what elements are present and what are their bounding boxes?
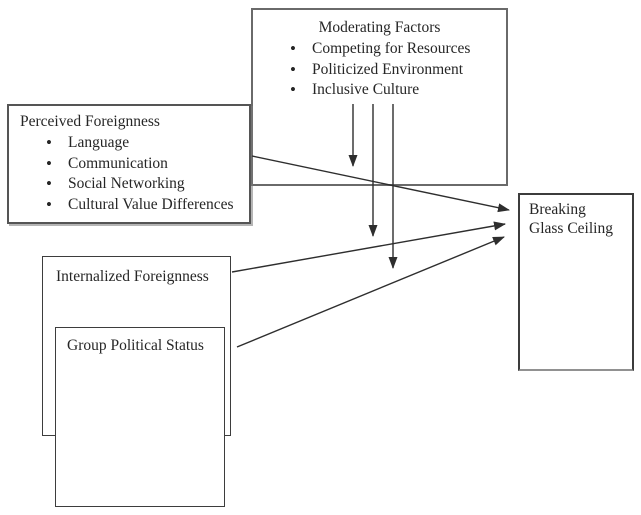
breaking-glass-ceiling-box: Breaking Glass Ceiling (518, 193, 634, 371)
perceived-foreignness-title: Perceived Foreignness (20, 113, 160, 130)
list-item: Competing for Resources (290, 39, 506, 60)
moderating-factors-title: Moderating Factors (318, 19, 441, 36)
group-political-status-title: Group Political Status (67, 337, 204, 354)
perceived-foreignness-list: Language Communication Social Networking… (9, 133, 249, 215)
internalized-foreignness-title: Internalized Foreignness (56, 268, 209, 285)
list-item: Inclusive Culture (290, 80, 506, 101)
perceived-foreignness-box: Perceived Foreignness Language Communica… (7, 104, 251, 224)
list-item: Communication (46, 154, 249, 175)
group-political-status-box: Group Political Status (55, 327, 225, 507)
moderating-factors-box: Moderating Factors Competing for Resourc… (251, 8, 508, 186)
breaking-glass-ceiling-title: Breaking Glass Ceiling (529, 200, 632, 238)
outcome-title-line2: Glass Ceiling (529, 220, 613, 237)
list-item: Social Networking (46, 174, 249, 195)
list-item: Language (46, 133, 249, 154)
moderating-factors-list: Competing for Resources Politicized Envi… (253, 39, 506, 101)
outcome-title-line1: Breaking (529, 201, 586, 218)
arrow-internalized-to-outcome (231, 221, 506, 273)
list-item: Politicized Environment (290, 60, 506, 81)
list-item: Cultural Value Differences (46, 195, 249, 216)
arrow-group-to-outcome (236, 236, 505, 348)
